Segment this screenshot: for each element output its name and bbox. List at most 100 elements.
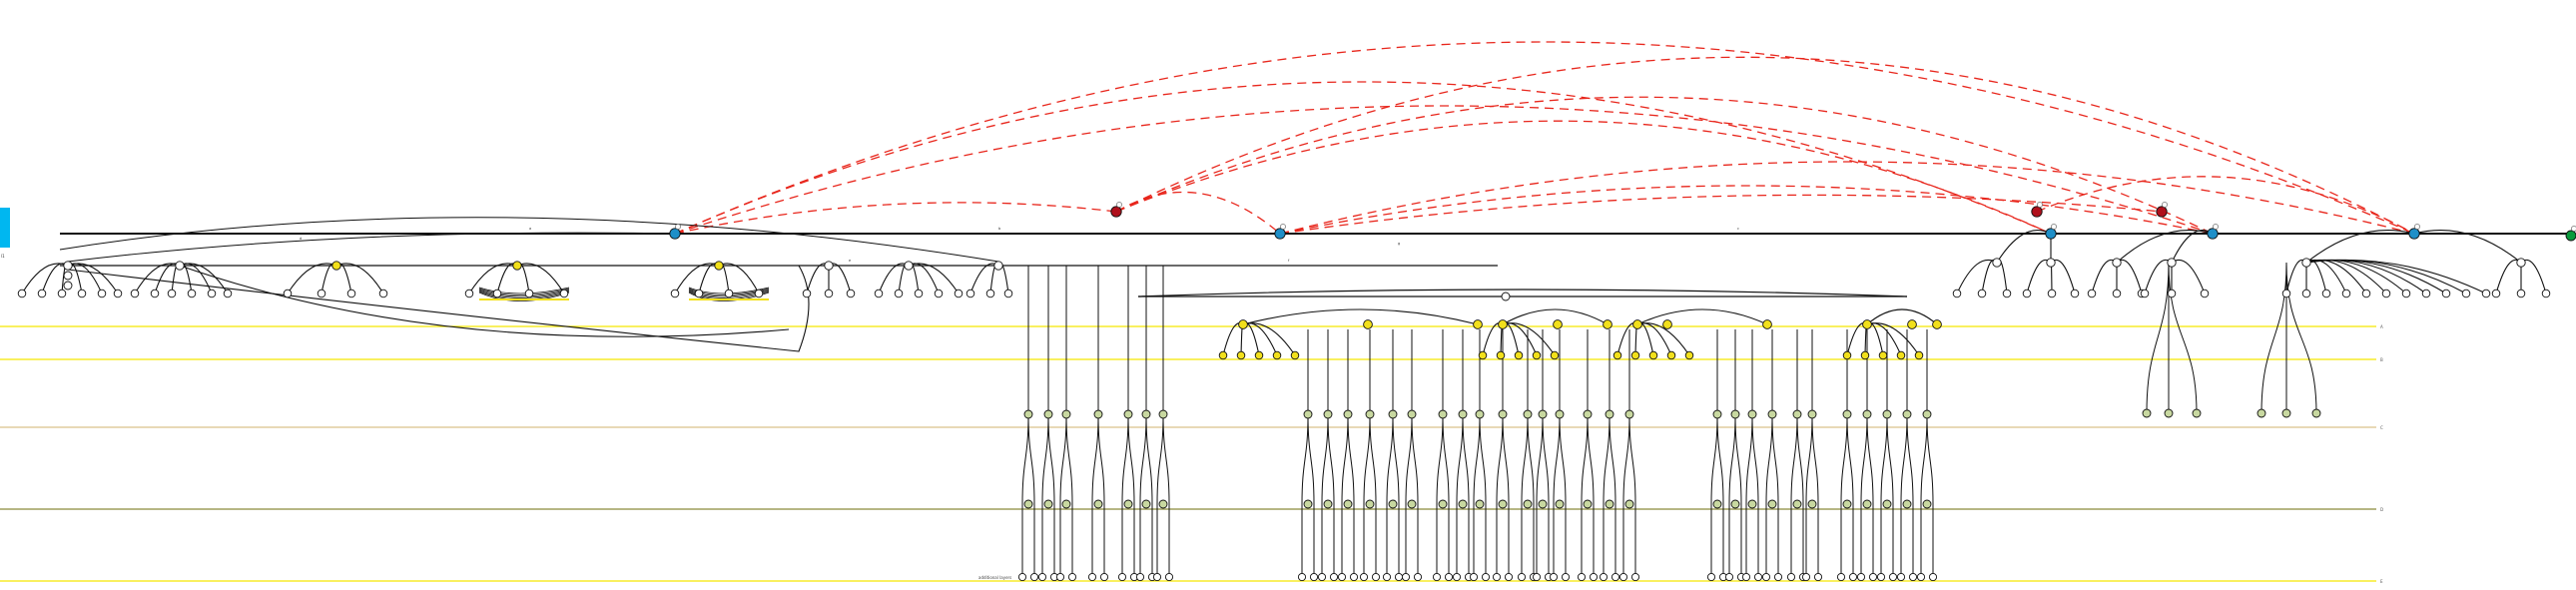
column-drop-c-7 (1307, 413, 1315, 505)
right-fan-leaf-0-0 (1952, 289, 1962, 298)
dashed-link-10 (1279, 194, 2163, 235)
yellow-sub-node-0-1 (1236, 350, 1246, 360)
column-node-mid-8 (1323, 409, 1333, 419)
fan-leaf-0-2 (57, 289, 67, 298)
column-leaf-l-19 (1549, 572, 1559, 582)
right-fan-leaf-4-5 (2381, 289, 2391, 298)
right-fan-leaf-1-0 (2022, 289, 2032, 298)
fan-leaf-5-0 (802, 289, 812, 298)
column-leaf-l-33 (1916, 572, 1926, 582)
fan-leaf-6-1 (894, 289, 904, 298)
column-node-mid-17 (1523, 409, 1533, 419)
column-node-low-22 (1624, 499, 1634, 509)
column-node-mid-21 (1605, 409, 1614, 419)
column-leaf-l-13 (1432, 572, 1442, 582)
dashed-link-9 (1279, 185, 2214, 235)
right-fan-leaf-4-4 (2361, 289, 2371, 298)
column-leaf-r-8 (1329, 572, 1339, 582)
fan-root-5 (824, 261, 834, 271)
fan-leaf-7-2 (1003, 289, 1013, 298)
column-node-low-4 (1123, 499, 1133, 509)
fan-leaf-5-1 (824, 289, 834, 298)
column-node-low-27 (1792, 499, 1802, 509)
column-drop-c-6 (1162, 413, 1170, 505)
left-sub-node-2 (63, 281, 73, 291)
column-leaf-r-22 (1630, 572, 1640, 582)
right-deep-drop-1-0 (2260, 262, 2287, 414)
column-node-low-15 (1475, 499, 1485, 509)
column-drop-c-29 (1846, 413, 1854, 505)
left-sub-node (63, 271, 73, 281)
fan-leaf-2-0 (283, 289, 293, 298)
column-drop-c-18 (1542, 413, 1550, 505)
column-drop-c-3 (1097, 413, 1105, 505)
fan-leaf-1-2 (167, 289, 177, 298)
hub-blue-2 (1274, 228, 1286, 240)
fan-leaf-6-0 (874, 289, 884, 298)
column-node-low-12 (1407, 499, 1417, 509)
hub-blue-4-badge (2213, 224, 2219, 230)
column-leaf-r-3 (1099, 572, 1109, 582)
fan-edge-6-4 (908, 263, 960, 295)
yellow-sub-node-1-1 (1496, 350, 1506, 360)
yellow-sub-node-0-4 (1290, 350, 1300, 360)
fan-edge-0-0 (21, 263, 69, 295)
column-drop-c-11 (1392, 413, 1400, 505)
yellow-sub-edge-0-3 (1242, 322, 1278, 356)
column-leaf-l-29 (1836, 572, 1846, 582)
fan-leaf-1-0 (130, 289, 140, 298)
yellow-sub-node-3-4 (1914, 350, 1924, 360)
column-drop-c-23 (1716, 413, 1724, 505)
column-node-mid-26 (1767, 409, 1777, 419)
yellow-sub-node-2-1 (1630, 350, 1640, 360)
dashed-link-8 (1279, 161, 2415, 235)
column-node-mid-27 (1792, 409, 1802, 419)
swoop-2 (67, 265, 810, 352)
central-top-node (1501, 292, 1511, 301)
column-node-mid-12 (1407, 409, 1417, 419)
right-root-edge-5 (2413, 230, 2522, 264)
dashed-link-6 (1115, 120, 2052, 235)
column-node-low-6 (1158, 499, 1168, 509)
column-node-mid-6 (1158, 409, 1168, 419)
hub-red-1 (1110, 206, 1122, 218)
right-fan-root-5 (2516, 258, 2526, 268)
column-drop-c-16 (1502, 413, 1510, 505)
column-leaf-l-15 (1469, 572, 1479, 582)
fan-leaf-7-1 (985, 289, 995, 298)
column-node-mid-16 (1498, 409, 1508, 419)
column-drop-c-24 (1734, 413, 1742, 505)
column-leaf-l-4 (1117, 572, 1127, 582)
yellow-arc-0 (1242, 308, 1479, 325)
yellow-sub-node-3-2 (1878, 350, 1888, 360)
column-node-mid-29 (1842, 409, 1852, 419)
column-node-low-17 (1523, 499, 1533, 509)
column-node-mid-13 (1438, 409, 1448, 419)
fan-leaf-4-1 (694, 289, 704, 298)
column-node-mid-28 (1807, 409, 1817, 419)
yellow-sub-edge-1-4 (1502, 322, 1556, 356)
panel-tab-icon[interactable] (0, 208, 10, 248)
fan-edge-1-5 (179, 263, 229, 295)
column-leaf-l-3 (1087, 572, 1097, 582)
yellow-arc-2 (1636, 308, 1768, 325)
fan-leaf-0-4 (97, 289, 107, 298)
right-fan-leaf-4-8 (2441, 289, 2451, 298)
column-drop-c-9 (1347, 413, 1355, 505)
column-leaf-r-28 (1813, 572, 1823, 582)
dashed-link-11 (2036, 176, 2415, 235)
column-node-mid-7 (1303, 409, 1313, 419)
column-node-low-16 (1498, 499, 1508, 509)
dashed-links (674, 41, 2415, 235)
hub-blue-4 (2207, 228, 2219, 240)
yellow-sub-node-2-4 (1684, 350, 1694, 360)
column-drop-c-2 (1065, 413, 1073, 505)
edge-label-4: e (849, 259, 852, 263)
band-yellow-1-label: A (2380, 324, 2383, 329)
column-drop-c-22 (1628, 413, 1636, 505)
column-leaf-r-15 (1481, 572, 1491, 582)
band-yellow-2-label: B (2380, 357, 2383, 362)
edge-label-1: b (998, 227, 1001, 231)
column-node-mid-24 (1730, 409, 1740, 419)
dashed-link-7 (1115, 191, 1281, 235)
